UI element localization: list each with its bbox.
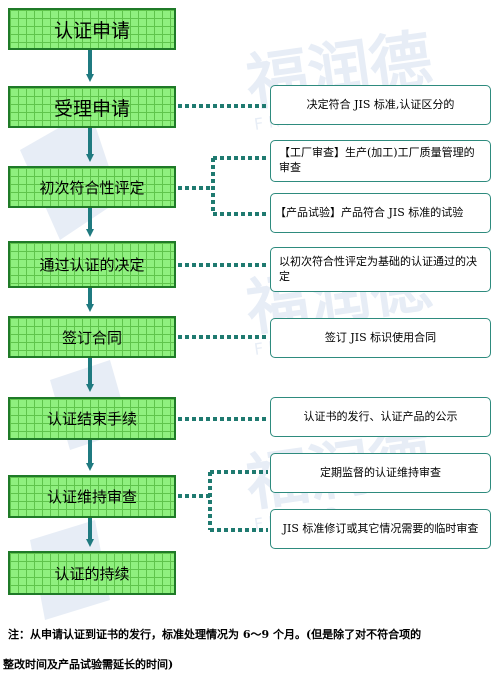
step-label: 认证申请 <box>53 19 130 42</box>
note-accept: 决定符合 JIS 标准,认证区分的 <box>270 85 491 125</box>
step-label: 受理申请 <box>53 97 130 120</box>
step-certification-maintenance: 认证维持审查 <box>8 475 176 518</box>
footnote: 注：从申请认证到证书的发行，标准处理情况为 6～9 个月。(但是除了对不符合项的… <box>3 620 493 680</box>
note-text: 定期监督的认证维持审查 <box>320 465 441 479</box>
note-completion: 认证书的发行、认证产品的公示 <box>270 397 491 437</box>
footnote-line-1: 注：从申请认证到证书的发行，标准处理情况为 6～9 个月。(但是除了对不符合项的 <box>8 628 422 641</box>
step-label: 认证维持审查 <box>46 488 137 506</box>
note-product-test: 【产品试验】产品符合 JIS 标准的试验 <box>270 193 491 233</box>
step-label: 认证的持续 <box>54 564 130 583</box>
step-label: 认证结束手续 <box>46 410 137 428</box>
note-temporary: JIS 标准修订或其它情况需要的临时审查 <box>270 509 491 549</box>
step-accept-application: 受理申请 <box>8 86 176 128</box>
note-text: 签订 JIS 标识使用合同 <box>324 330 437 344</box>
step-label: 签订合同 <box>61 328 122 347</box>
step-certification-completion: 认证结束手续 <box>8 397 176 440</box>
note-text: 以初次符合性评定为基础的认证通过的决定 <box>279 254 477 283</box>
note-contract: 签订 JIS 标识使用合同 <box>270 318 491 358</box>
note-text: JIS 标准修订或其它情况需要的临时审查 <box>282 521 479 535</box>
note-decision: 以初次符合性评定为基础的认证通过的决定 <box>270 247 491 292</box>
step-certification-application: 认证申请 <box>8 8 176 50</box>
note-text: 【工厂审查】生产(加工)工厂质量管理的审查 <box>279 146 475 174</box>
step-certification-decision: 通过认证的决定 <box>8 241 176 288</box>
note-periodic: 定期监督的认证维持审查 <box>270 453 491 493</box>
note-text: 决定符合 JIS 标准,认证区分的 <box>306 97 455 111</box>
step-certification-continuation: 认证的持续 <box>8 551 176 595</box>
step-label: 通过认证的决定 <box>39 256 145 274</box>
step-sign-contract: 签订合同 <box>8 316 176 358</box>
step-label: 初次符合性评定 <box>39 178 145 197</box>
note-text: 认证书的发行、认证产品的公示 <box>303 409 458 423</box>
note-text: 【产品试验】产品符合 JIS 标准的试验 <box>275 205 464 219</box>
footnote-line-2: 整改时间及产品试验需延长的时间) <box>3 658 174 671</box>
note-factory-audit: 【工厂审查】生产(加工)工厂质量管理的审查 <box>270 140 491 182</box>
step-initial-conformity-assessment: 初次符合性评定 <box>8 166 176 208</box>
